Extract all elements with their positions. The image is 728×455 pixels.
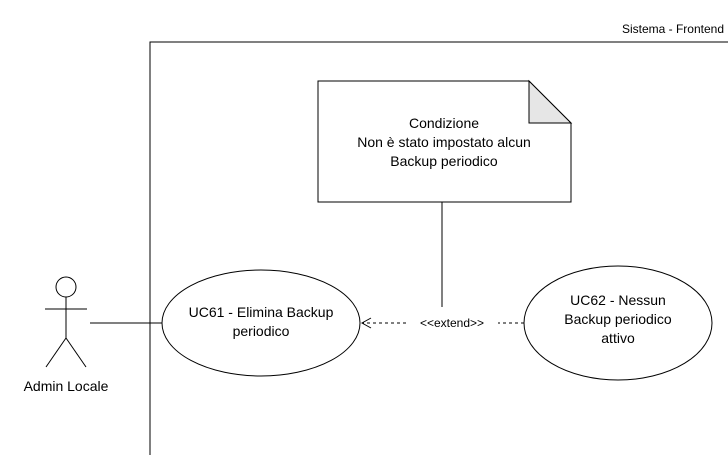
use-case-uc61-line-1: UC61 - Elimina Backup: [189, 304, 334, 320]
extend-arrowhead: [360, 317, 372, 329]
use-case-uc61[interactable]: UC61 - Elimina Backup periodico: [161, 269, 361, 377]
actor-head: [55, 276, 77, 298]
system-boundary: [149, 41, 728, 455]
use-case-uc62-line-3: attivo: [601, 330, 635, 346]
use-case-uc62-line-2: Backup periodico: [564, 311, 672, 327]
use-case-uc61-line-2: periodico: [233, 323, 290, 339]
note-line-3: Backup periodico: [390, 153, 498, 169]
actor-admin-locale[interactable]: Admin Locale: [24, 276, 109, 394]
actor-leg-left: [45, 337, 67, 368]
extend-label: <<extend>>: [420, 316, 484, 330]
actor-leg-right: [65, 337, 87, 368]
note-line-1: Condizione: [409, 115, 479, 131]
condition-note: Condizione Non è stato impostato alcun B…: [317, 79, 573, 203]
use-case-uc61-ellipse: [161, 269, 361, 377]
use-case-uc62-line-1: UC62 - Nessun: [570, 292, 666, 308]
system-title: Sistema - Frontend: [622, 22, 724, 36]
actor-label: Admin Locale: [24, 378, 109, 394]
note-fold: [528, 79, 573, 124]
note-body: [317, 80, 572, 203]
note-line-2: Non è stato impostato alcun: [357, 134, 531, 150]
use-case-uc62[interactable]: UC62 - Nessun Backup periodico attivo: [523, 265, 713, 381]
extend-relationship[interactable]: <<extend>>: [360, 316, 524, 330]
